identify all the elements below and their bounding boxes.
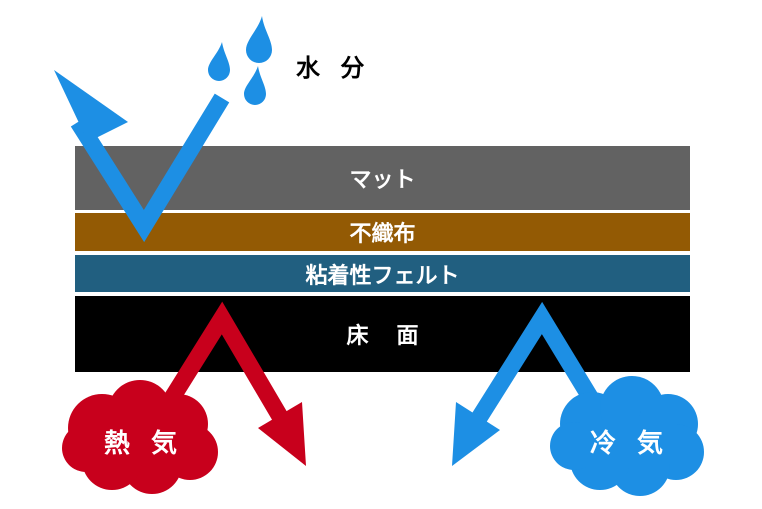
water-drop-icon — [208, 16, 272, 105]
layer-floor: 床面 — [75, 296, 690, 372]
heat-label: 熱 気 — [104, 429, 184, 459]
moisture-label: 水 分 — [296, 54, 371, 82]
layer-adhesive-felt: 粘着性フェルト — [75, 255, 690, 292]
cloud-icon — [62, 380, 218, 494]
layer-adhesive-felt-label: 粘着性フェルト — [305, 263, 460, 289]
cold-arrow-icon — [452, 301, 612, 466]
cloud-icon — [550, 376, 704, 496]
layer-nonwoven-label: 不織布 — [349, 222, 416, 247]
layer-floor-label: 床面 — [346, 324, 447, 349]
cold-label: 冷 気 — [590, 429, 670, 459]
heat-arrow-icon — [144, 301, 306, 466]
layer-mat-label: マット — [349, 168, 416, 193]
bounce-arrow-icon — [54, 70, 230, 243]
layer-nonwoven: 不織布 — [75, 213, 690, 251]
